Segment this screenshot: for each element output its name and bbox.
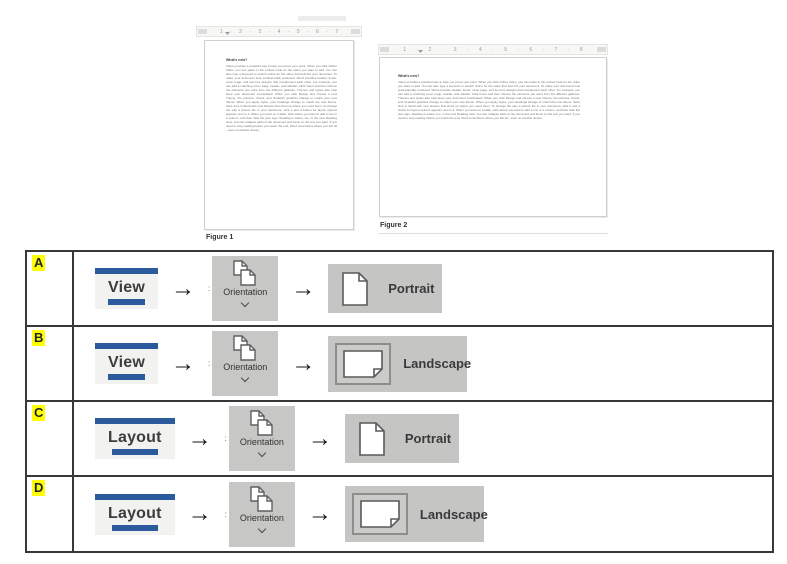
ribbon-fragment	[298, 16, 346, 21]
chevron-down-icon	[257, 524, 267, 533]
landscape-option-button[interactable]: Landscape	[344, 486, 488, 542]
chevron-down-icon	[240, 373, 250, 383]
option-content: Layout → : Orientation →	[74, 402, 772, 475]
option-letter-cell[interactable]: A	[27, 252, 74, 325]
document-page: What's new? Video provides a powerful wa…	[204, 40, 354, 230]
document-page: What's new? Video provides a powerful wa…	[379, 57, 607, 217]
ruler-margin-left	[380, 47, 389, 52]
tab-underline-bar	[108, 374, 145, 380]
orientation-pages-icon	[233, 335, 256, 361]
right-arrow-icon: →	[291, 274, 316, 302]
orientation-dropdown-button[interactable]: Orientation	[212, 256, 279, 321]
option-letter-cell[interactable]: B	[27, 327, 74, 400]
layout-tab-button[interactable]: Layout	[95, 418, 175, 459]
choice-label: Landscape	[419, 506, 488, 522]
tab-accent-bar	[95, 418, 175, 424]
option-letter[interactable]: A	[32, 255, 46, 271]
tab-label: View	[108, 279, 145, 296]
right-arrow-icon: →	[187, 500, 212, 527]
chevron-down-icon	[240, 298, 250, 308]
orientation-dropdown-button[interactable]: Orientation	[212, 331, 279, 396]
horizontal-ruler: 1 · 2 · 3 · 4 · 5 · 6 · 7	[196, 26, 362, 37]
figure-caption: Figure 1	[206, 234, 234, 241]
figure-caption: Figure 2	[380, 222, 408, 229]
tab-label: Layout	[108, 504, 162, 522]
ruler-margin-left	[198, 29, 207, 34]
option-letter-cell[interactable]: D	[27, 477, 74, 551]
portrait-option-button[interactable]: Portrait	[328, 264, 443, 313]
answer-options-table: A View → : Orientation	[25, 250, 774, 553]
figure-2-landscape-document: 1 · 2 · 3 · 4 · 5 · 6 · 7 · 8 What's new…	[378, 44, 608, 234]
option-row-a: A View → : Orientation	[27, 252, 772, 325]
chevron-down-icon	[257, 448, 267, 458]
indent-marker-icon	[417, 46, 423, 54]
orientation-label: Orientation	[223, 287, 268, 297]
option-content: Layout → : Orientation →	[74, 477, 772, 551]
indent-marker-icon	[224, 28, 230, 36]
ruler-marks: 1 · 2 · 3 · 4 · 5 · 6 · 7 · 8	[403, 46, 583, 53]
tab-underline-bar	[111, 524, 158, 531]
orientation-label: Orientation	[239, 437, 284, 447]
document-body-text: Video provides a powerful way to help yo…	[398, 80, 580, 120]
right-arrow-icon: →	[170, 349, 195, 377]
tab-underline-bar	[108, 299, 145, 305]
view-tab-button[interactable]: View	[95, 343, 158, 384]
option-row-b: B View → : Orientation	[27, 325, 772, 400]
document-body-text: Video provides a powerful way to help yo…	[226, 64, 337, 132]
orientation-pages-icon	[250, 485, 273, 512]
portrait-page-icon	[359, 421, 385, 456]
orientation-dropdown-button[interactable]: Orientation	[228, 481, 295, 547]
option-row-d: D Layout → : Orientation	[27, 475, 772, 551]
ruler-margin-right	[597, 47, 606, 52]
landscape-page-icon	[343, 349, 384, 378]
orientation-pages-icon	[250, 410, 273, 436]
ribbon-crop-fragment: :	[224, 434, 227, 443]
tab-accent-bar	[95, 493, 175, 500]
tab-underline-bar	[111, 449, 158, 455]
option-letter[interactable]: B	[32, 330, 46, 346]
selected-option-frame	[351, 493, 408, 535]
choice-label: Landscape	[403, 356, 472, 371]
tab-accent-bar	[95, 268, 158, 274]
option-row-c: C Layout → : Orientation	[27, 400, 772, 475]
right-arrow-icon: →	[307, 424, 332, 452]
figure-1-portrait-document: 1 · 2 · 3 · 4 · 5 · 6 · 7 What's new? Vi…	[196, 26, 362, 241]
option-letter[interactable]: C	[32, 405, 46, 421]
tab-label: Layout	[108, 429, 162, 446]
option-content: View → : Orientation →	[74, 252, 772, 325]
right-arrow-icon: →	[307, 500, 332, 527]
tab-accent-bar	[95, 343, 158, 349]
ribbon-crop-fragment: :	[224, 509, 227, 519]
document-heading: What's new?	[398, 74, 420, 78]
layout-tab-button[interactable]: Layout	[95, 493, 175, 535]
option-content: View → : Orientation →	[74, 327, 772, 400]
selected-option-frame	[335, 342, 392, 385]
ribbon-crop-fragment: :	[207, 284, 211, 293]
right-arrow-icon: →	[170, 274, 195, 302]
ruler-margin-right	[351, 29, 360, 34]
orientation-pages-icon	[233, 260, 256, 286]
horizontal-ruler: 1 · 2 · 3 · 4 · 5 · 6 · 7 · 8	[378, 44, 608, 55]
orientation-label: Orientation	[223, 362, 268, 372]
tab-label: View	[108, 354, 145, 371]
view-tab-button[interactable]: View	[95, 268, 158, 309]
orientation-dropdown-button[interactable]: Orientation	[228, 406, 295, 471]
option-letter[interactable]: D	[32, 480, 46, 496]
option-letter-cell[interactable]: C	[27, 402, 74, 475]
choice-label: Portrait	[404, 431, 452, 446]
ribbon-crop-fragment: :	[207, 359, 211, 368]
landscape-option-button[interactable]: Landscape	[328, 335, 471, 392]
choice-label: Portrait	[388, 281, 435, 296]
document-heading: What's new?	[226, 58, 248, 62]
portrait-option-button[interactable]: Portrait	[344, 414, 459, 463]
orientation-label: Orientation	[239, 512, 284, 523]
landscape-page-icon	[360, 500, 400, 528]
right-arrow-icon: →	[291, 349, 316, 377]
right-arrow-icon: →	[187, 424, 212, 452]
ruler-marks: 1 · 2 · 3 · 4 · 5 · 6 · 7	[219, 28, 339, 35]
figure-divider	[378, 233, 608, 234]
portrait-page-icon	[342, 271, 369, 306]
